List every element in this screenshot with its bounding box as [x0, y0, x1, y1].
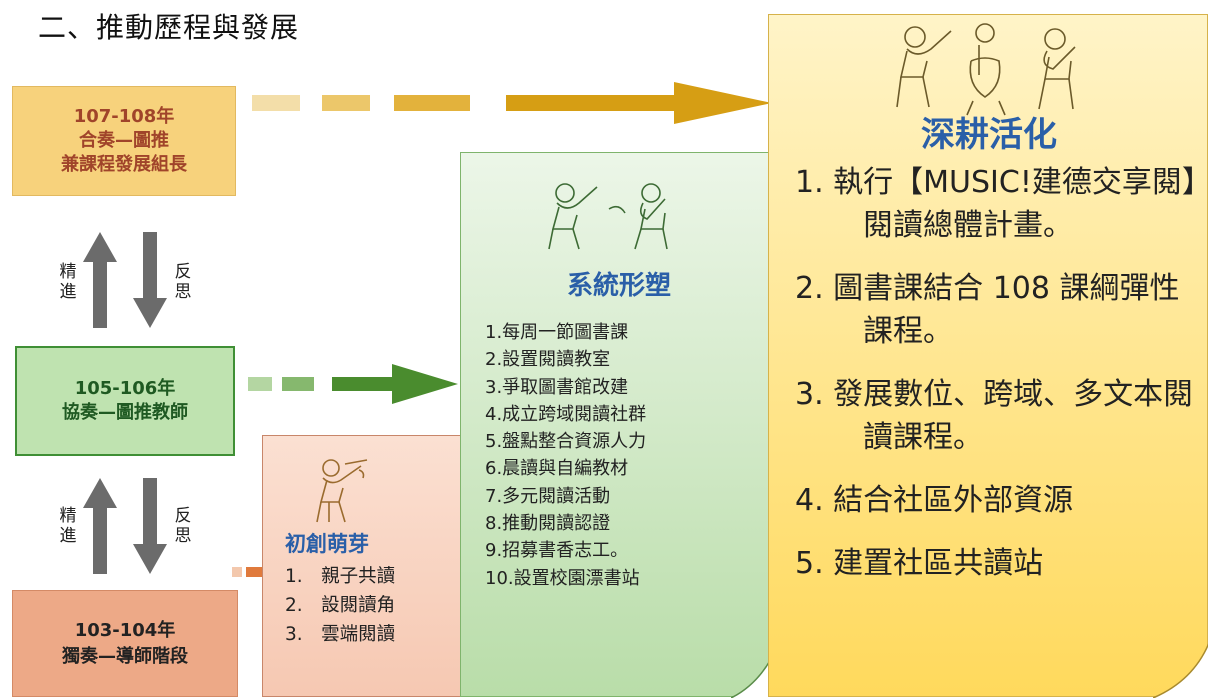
list-item: 3. 發展數位、跨域、多文本閱讀課程。 [795, 377, 1194, 455]
page-title: 二、推動歷程與發展 [38, 11, 300, 44]
list-item: 5.盤點整合資源人力 [485, 431, 647, 453]
stage-years: 105-106年 [74, 378, 176, 399]
list-item: 10.設置校園漂書站 [485, 567, 640, 589]
list-item: 1. 親子共讀 [285, 566, 396, 587]
middle-progress-arrow [248, 364, 458, 404]
list-item: 3. 雲端閱讀 [285, 624, 396, 645]
list-item: 3.爭取圖書館改建 [485, 376, 629, 398]
stage-name: 協奏—圖推教師 [62, 402, 188, 423]
list-item: 7.多元閱讀活動 [485, 485, 611, 507]
top-progress-arrow [252, 82, 772, 124]
reflect-label: 反思 [174, 262, 192, 302]
stage-name: 合奏—圖推 [79, 130, 169, 151]
list-item: 4.成立跨域閱讀社群 [485, 403, 647, 425]
arrow-up-icon [83, 478, 117, 574]
list-item: 5. 建置社區共讀站 [795, 546, 1044, 581]
list-item: 2. 設閱讀角 [285, 595, 396, 616]
budding-list: 1. 親子共讀 2. 設閱讀角 3. 雲端閱讀 [285, 562, 395, 649]
list-item: 4. 結合社區外部資源 [795, 483, 1074, 518]
cycle-arrows-upper [83, 232, 167, 328]
refine-label: 精進 [59, 506, 77, 546]
stage-box-107-108: 107-108年 合奏—圖推 兼課程發展組長 [12, 86, 236, 196]
stage-role: 兼課程發展組長 [61, 154, 187, 175]
page-curl-icon [1153, 643, 1208, 698]
list-item: 6.晨讀與自編教材 [485, 458, 629, 480]
deepening-list: 1. 執行【MUSIC!建德交享閱】閱讀總體計畫。 2. 圖書課結合 108 課… [795, 161, 1197, 585]
deepening-title: 深耕活化 [921, 115, 1057, 155]
arrow-down-icon [133, 232, 167, 328]
budding-phase-note: 初創萌芽 1. 親子共讀 2. 設閱讀角 3. 雲端閱讀 [262, 435, 474, 697]
refine-label: 精進 [59, 262, 77, 302]
list-item: 1.每周一節圖書課 [485, 322, 629, 343]
deepening-phase-note: 深耕活化 1. 執行【MUSIC!建德交享閱】閱讀總體計畫。 2. 圖書課結合 … [768, 14, 1208, 698]
stage-years: 103-104年 [74, 619, 176, 641]
list-item: 9.招募書香志工。 [485, 540, 629, 562]
arrow-down-icon [133, 478, 167, 574]
reflect-label: 反思 [174, 506, 192, 546]
shaping-list: 1.每周一節圖書課 2.設置閱讀教室 3.爭取圖書館改建 4.成立跨域閱讀社群 … [485, 319, 646, 592]
list-item: 8.推動閱讀認證 [485, 513, 611, 535]
list-item: 2.設置閱讀教室 [485, 349, 611, 371]
duet-musicians-icon [548, 183, 668, 250]
violinist-icon [316, 459, 368, 523]
arrow-up-icon [83, 232, 117, 328]
shaping-title: 系統形塑 [566, 271, 671, 301]
stage-name: 獨奏—導師階段 [62, 645, 188, 667]
list-item: 2. 圖書課結合 108 課綱彈性課程。 [795, 271, 1180, 349]
stage-years: 107-108年 [73, 106, 175, 127]
stage-box-105-106: 105-106年 協奏—圖推教師 [15, 346, 235, 456]
ensemble-musicians-icon [896, 23, 1076, 116]
stage-box-103-104: 103-104年 獨奏—導師階段 [12, 590, 238, 697]
budding-title: 初創萌芽 [285, 532, 369, 556]
cycle-arrows-lower [83, 478, 167, 574]
shaping-phase-note: 系統形塑 1.每周一節圖書課 2.設置閱讀教室 3.爭取圖書館改建 4.成立跨域… [460, 152, 777, 698]
list-item: 1. 執行【MUSIC!建德交享閱】閱讀總體計畫。 [795, 165, 1197, 243]
